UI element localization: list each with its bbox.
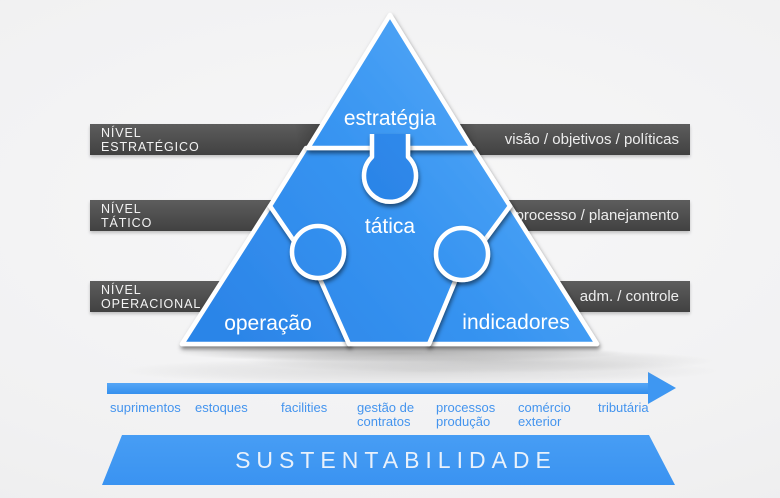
level-bar-strategic-right: visão / objetivos / políticas: [433, 124, 690, 155]
level-label-line1: NÍVEL: [101, 126, 142, 140]
level-label-line2: TÁTICO: [101, 216, 153, 230]
level-description-strategic: visão / objetivos / políticas: [504, 131, 679, 148]
piece-tatica: [267, 145, 513, 347]
flow-item-line1: estoques: [195, 400, 248, 415]
flow-item-line2: produção: [436, 414, 491, 429]
flow-item-line1: tributária: [598, 400, 649, 415]
piece-label-indicadores: indicadores: [462, 311, 569, 334]
flow-item-facilities: facilities: [281, 401, 327, 415]
flow-item-processos-producao: processos produção: [436, 401, 495, 429]
level-label-line2: OPERACIONAL: [101, 297, 202, 311]
flow-item-estoques: estoques: [195, 401, 248, 415]
level-bar-operational-right: adm. / controle: [532, 281, 690, 312]
level-label-line1: NÍVEL: [101, 202, 142, 216]
piece-label-tatica: tática: [365, 215, 416, 238]
flow-item-comercio-exterior: comércio exterior: [518, 401, 571, 429]
piece-label-operacao: operação: [224, 312, 312, 335]
level-description-operational: adm. / controle: [579, 288, 679, 305]
flow-arrow-head-icon: [648, 372, 676, 404]
flow-item-line2: contratos: [357, 414, 411, 429]
sustainability-banner: SUSTENTABILIDADE: [102, 435, 675, 485]
flow-item-line1: gestão de: [357, 400, 415, 415]
flow-item-tributaria: tributária: [598, 401, 649, 415]
flow-item-line1: suprimentos: [110, 400, 181, 415]
sustainability-label: SUSTENTABILIDADE: [235, 447, 557, 473]
flow-item-line1: processos: [436, 400, 496, 415]
level-description-tactical: processo / planejamento: [515, 207, 679, 224]
puzzle-knob-top: [361, 134, 419, 205]
puzzle-knob-left: [289, 223, 347, 281]
piece-label-estrategia: estratégia: [344, 107, 437, 130]
puzzle-knob-right: [433, 225, 491, 283]
flow-item-line1: facilities: [281, 400, 328, 415]
level-label-line1: NÍVEL: [101, 283, 142, 297]
flow-arrow-bar: [107, 383, 648, 394]
level-label-line2: ESTRATÉGICO: [101, 140, 200, 154]
flow-item-line2: exterior: [518, 414, 562, 429]
flow-item-suprimentos: suprimentos: [110, 401, 181, 415]
flow-item-line1: comércio: [518, 400, 571, 415]
level-bar-tactical-right: processo / planejamento: [482, 200, 690, 231]
ground-shadow: [120, 344, 720, 385]
flow-item-gestao-de-contratos: gestão de contratos: [357, 401, 414, 429]
